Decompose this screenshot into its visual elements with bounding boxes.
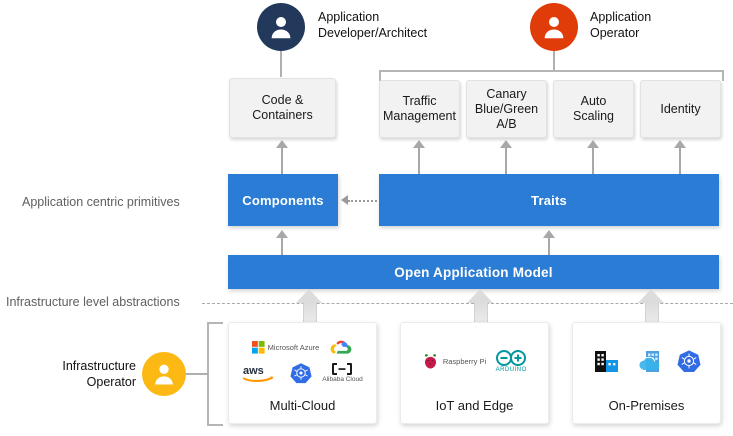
app-developer-avatar bbox=[257, 3, 305, 51]
auto-scaling-card[interactable]: Auto Scaling bbox=[553, 80, 634, 138]
on-premises-label: On-Premises bbox=[608, 398, 685, 413]
alibaba-cloud-label: Alibaba Cloud bbox=[322, 376, 363, 383]
multi-cloud-logos: Microsoft Azure aws bbox=[229, 331, 376, 391]
raspberry-pi-label: Raspberry Pi bbox=[442, 356, 487, 366]
operator-stem bbox=[553, 51, 555, 71]
google-cloud-logo bbox=[329, 339, 353, 356]
infrastructure-level-abstractions-label: Infrastructure level abstractions bbox=[6, 295, 180, 309]
alibaba-cloud-logo: Alibaba Cloud bbox=[322, 362, 363, 384]
operator-traits-bracket bbox=[379, 70, 724, 81]
arduino-label: ARDUINO bbox=[495, 367, 527, 373]
arrow-oam-to-traits bbox=[543, 230, 555, 257]
traits-components-link bbox=[348, 200, 377, 202]
arrow-traits-to-traffic bbox=[413, 140, 425, 174]
infrastructure-operator-stem bbox=[186, 373, 208, 375]
arduino-logo: ARDUINO bbox=[494, 349, 528, 373]
identity-card[interactable]: Identity bbox=[640, 80, 721, 138]
traffic-management-card[interactable]: Traffic Management bbox=[379, 80, 460, 138]
iot-and-edge-card[interactable]: Raspberry Pi ARDUINO IoT and Edge bbox=[400, 322, 549, 424]
microsoft-azure-label: Microsoft Azure bbox=[267, 342, 320, 352]
kubernetes-logo bbox=[290, 362, 312, 384]
datacenter-buildings-icon bbox=[593, 348, 621, 374]
iot-and-edge-label: IoT and Edge bbox=[435, 398, 514, 413]
infrastructure-operator-bracket bbox=[207, 322, 223, 426]
on-premises-card[interactable]: On-Premises bbox=[572, 322, 721, 424]
hybrid-cloud-icon bbox=[635, 348, 663, 374]
canary-blue-green-card[interactable]: Canary Blue/Green A/B bbox=[466, 80, 547, 138]
on-premises-logos bbox=[573, 331, 720, 391]
raspberry-pi-logo: Raspberry Pi bbox=[421, 349, 486, 373]
arrow-traits-to-identity bbox=[674, 140, 686, 174]
arrow-iot-to-oam bbox=[467, 289, 493, 327]
infra-operator-avatar bbox=[142, 352, 186, 396]
iot-and-edge-logos: Raspberry Pi ARDUINO bbox=[401, 331, 548, 391]
kubernetes-logo bbox=[677, 348, 701, 374]
traits-bar[interactable]: Traits bbox=[379, 174, 719, 226]
arrow-oam-to-components bbox=[276, 230, 288, 257]
multi-cloud-label: Multi-Cloud bbox=[269, 398, 336, 413]
aws-logo: aws bbox=[242, 362, 280, 384]
app-operator-label: Application Operator bbox=[590, 10, 652, 40]
microsoft-azure-logo: Microsoft Azure bbox=[251, 339, 320, 356]
infrastructure-separator bbox=[202, 303, 733, 304]
components-bar[interactable]: Components bbox=[228, 174, 338, 226]
app-developer-label: Application Developer/Architect bbox=[318, 10, 428, 40]
arrow-traits-to-autoscaling bbox=[587, 140, 599, 174]
infra-operator-label: Infrastructure Operator bbox=[62, 359, 136, 389]
traits-components-arrowhead bbox=[341, 195, 348, 205]
open-application-model-bar[interactable]: Open Application Model bbox=[228, 255, 719, 289]
application-centric-primitives-label: Application centric primitives bbox=[22, 195, 180, 209]
svg-text:aws: aws bbox=[243, 365, 264, 377]
multi-cloud-card[interactable]: Microsoft Azure aws bbox=[228, 322, 377, 424]
app-operator-avatar bbox=[530, 3, 578, 51]
arrow-components-to-code bbox=[276, 140, 288, 174]
developer-stem bbox=[280, 51, 282, 77]
code-containers-card[interactable]: Code & Containers bbox=[229, 78, 336, 138]
arrow-traits-to-canary bbox=[500, 140, 512, 174]
